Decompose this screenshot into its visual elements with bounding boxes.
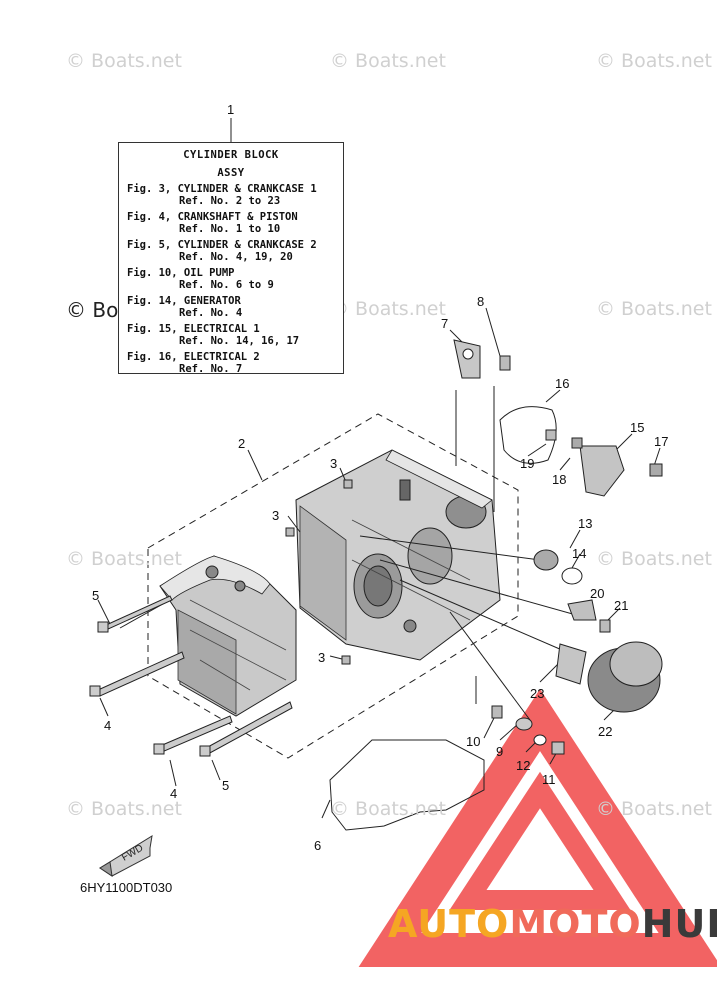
callout-7: 7 (441, 316, 449, 331)
gasket-part (329, 739, 485, 831)
fwd-arrow-icon: FWD (99, 834, 153, 878)
callout-16: 16 (555, 376, 570, 391)
logo-part-auto: AUTO (388, 902, 510, 946)
crankcase-part (159, 555, 297, 717)
reference-fig: Fig. 14, GENERATOR (127, 295, 241, 307)
reference-box-title: CYLINDER BLOCK (183, 149, 279, 161)
watermark: © Boats.net (330, 798, 446, 820)
callout-8: 8 (477, 294, 485, 309)
callout-13: 13 (578, 516, 593, 531)
reference-range: Ref. No. 7 (179, 363, 243, 375)
reference-range: Ref. No. 14, 16, 17 (179, 335, 300, 347)
callout-4: 4 (104, 718, 112, 733)
reference-range: Ref. No. 4, 19, 20 (179, 251, 293, 263)
logo-part-moto: MOTO (509, 902, 642, 946)
bolts (89, 595, 293, 757)
reference-box-subtitle: ASSY (217, 167, 245, 179)
callout-5: 5 (222, 778, 230, 793)
reference-fig: Fig. 16, ELECTRICAL 2 (127, 351, 260, 363)
automotohub-logo-mark (358, 688, 717, 967)
reference-fig: Fig. 15, ELECTRICAL 1 (127, 323, 260, 335)
watermark: © Boats.net (330, 298, 446, 320)
callout-9: 9 (496, 744, 504, 759)
reference-fig: Fig. 4, CRANKSHAFT & PISTON (127, 211, 298, 223)
callout-18: 18 (552, 472, 567, 487)
callout-21: 21 (614, 598, 629, 613)
callout-1: 1 (227, 102, 235, 117)
watermark: © Boats.net (66, 798, 182, 820)
callout-3: 3 (318, 650, 326, 665)
reference-range: Ref. No. 2 to 23 (179, 195, 281, 207)
watermark: © Boats.net (330, 50, 446, 72)
reference-fig: Fig. 10, OIL PUMP (127, 267, 235, 279)
callout-11: 11 (542, 772, 556, 787)
callout-12: 12 (516, 758, 531, 773)
callout-3: 3 (272, 508, 280, 523)
watermark: © Boats.net (596, 298, 712, 320)
callout-23: 23 (530, 686, 545, 701)
callout-3: 3 (330, 456, 338, 471)
automotohub-logo-text: AUTOMOTOHUB (388, 902, 717, 946)
reference-range: Ref. No. 1 to 10 (179, 223, 281, 235)
small-parts (285, 339, 663, 755)
watermark: © Boats.net (596, 798, 712, 820)
callout-5: 5 (92, 588, 100, 603)
callout-15: 15 (630, 420, 645, 435)
cylinder-block-outline (147, 413, 519, 759)
cylinder-block-part (295, 449, 501, 661)
reference-range: Ref. No. 4 (179, 307, 243, 319)
watermark: © Boats.net (66, 50, 182, 72)
watermark: © Boats.net (596, 50, 712, 72)
reference-fig: Fig. 5, CYLINDER & CRANKCASE 2 (127, 239, 317, 251)
reference-fig: Fig. 3, CYLINDER & CRANKCASE 1 (127, 183, 317, 195)
callout-10: 10 (466, 734, 481, 749)
callout-6: 6 (314, 838, 322, 853)
watermark: © Boats.net (596, 548, 712, 570)
reference-range: Ref. No. 6 to 9 (179, 279, 274, 291)
callout-19: 19 (520, 456, 535, 471)
callout-2: 2 (238, 436, 246, 451)
watermark: © Boats.net (66, 548, 182, 570)
diagram-code: 6HY1100DT030 (80, 880, 173, 895)
callout-17: 17 (654, 434, 669, 449)
logo-part-hub: HUB (641, 902, 717, 946)
reference-box: CYLINDER BLOCK ASSY Fig. 3, CYLINDER & C… (118, 142, 344, 375)
callout-4: 4 (170, 786, 178, 801)
callout-14: 14 (572, 546, 587, 561)
callout-22: 22 (598, 724, 613, 739)
callout-20: 20 (590, 586, 605, 601)
